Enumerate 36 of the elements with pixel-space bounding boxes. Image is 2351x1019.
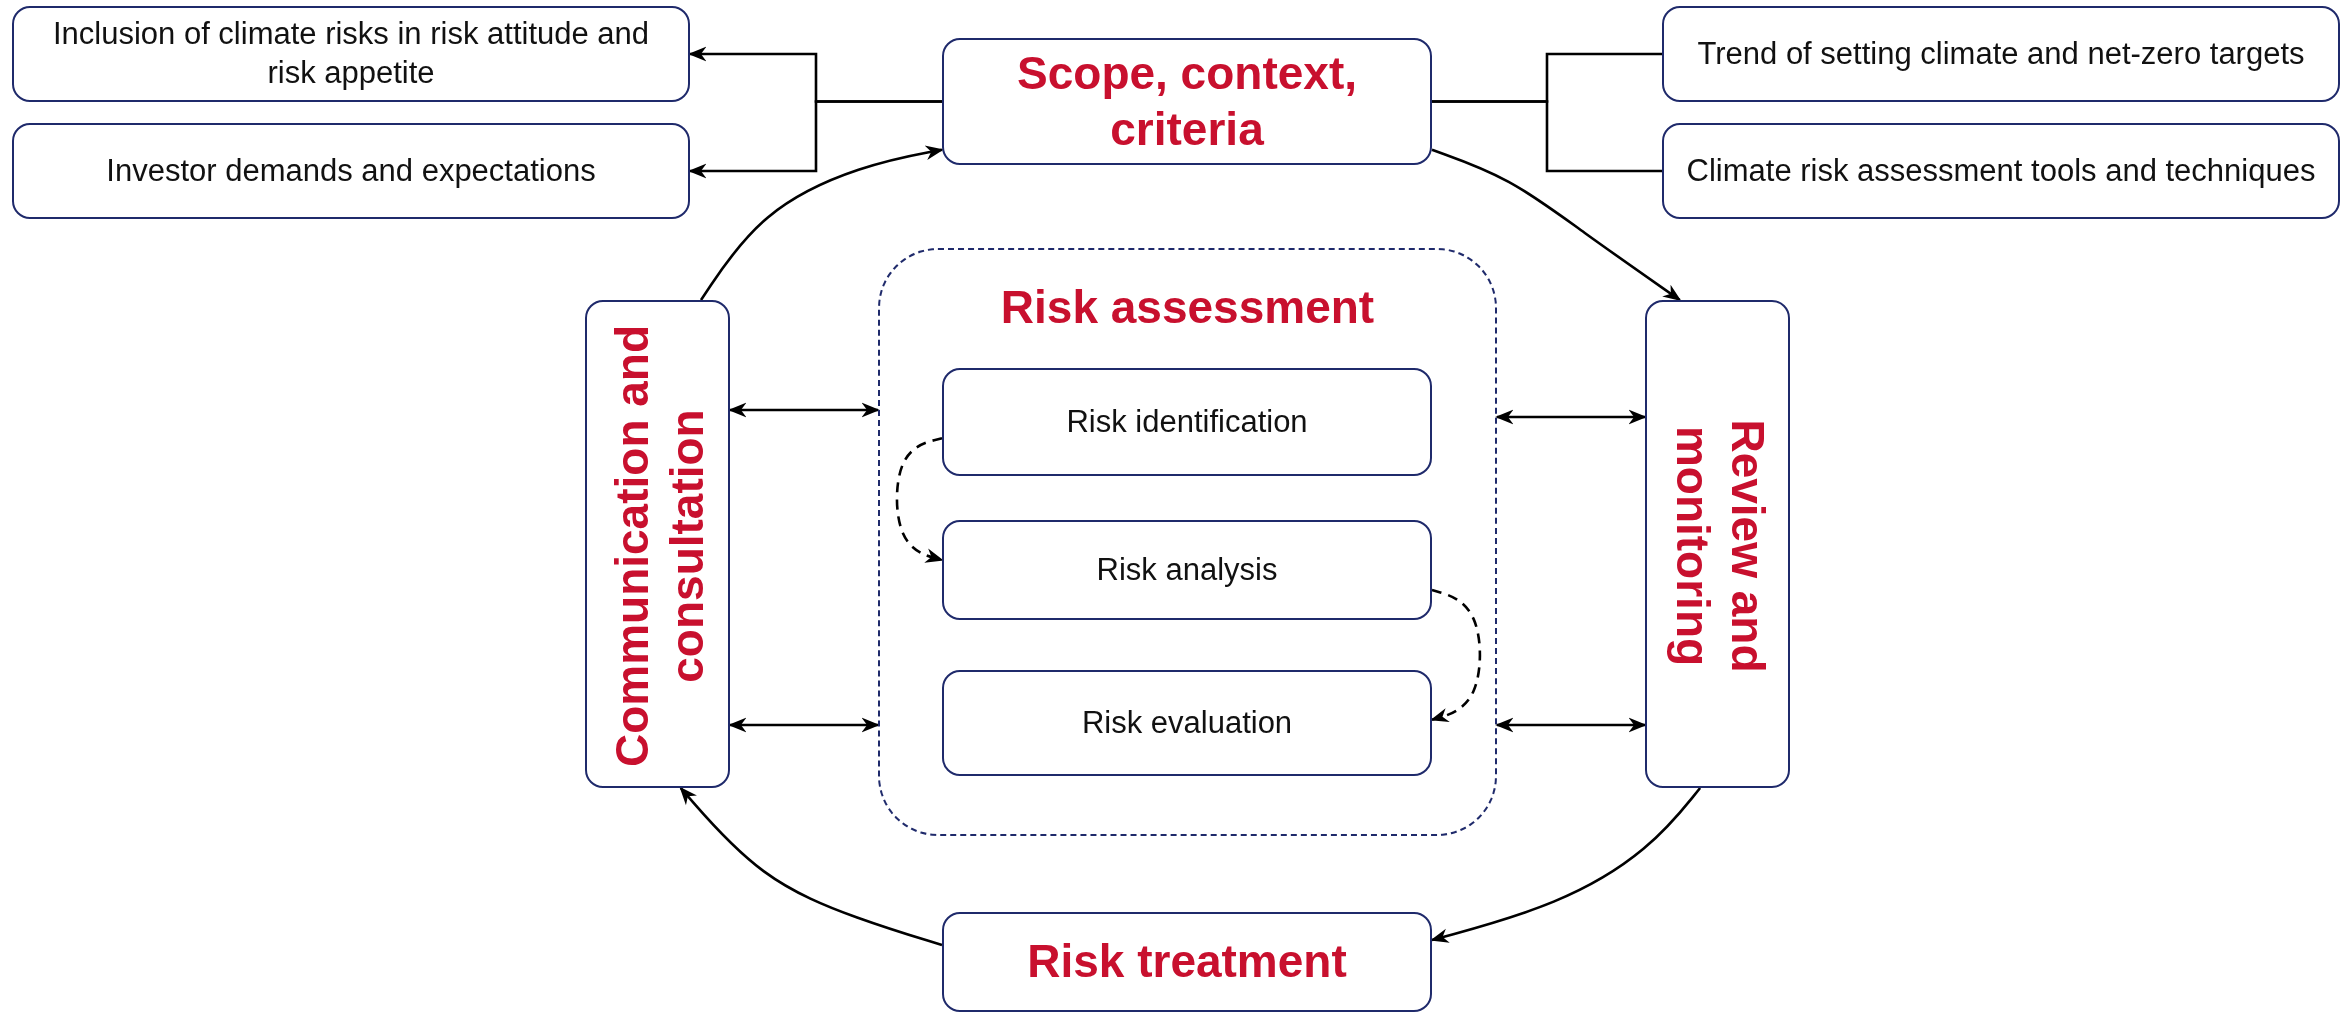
box-text: Climate risk assessment tools and techniques <box>1685 151 2317 190</box>
process-box <box>942 520 1432 620</box>
arrow <box>728 717 880 733</box>
process-box <box>942 670 1432 776</box>
dashed-group-box <box>878 248 1497 836</box>
heading-text: Risk assessment <box>1000 280 1375 335</box>
box-text: Risk evaluation <box>1080 703 1294 742</box>
heading-text: Communication and consultation <box>604 323 714 770</box>
process-box <box>585 300 730 788</box>
arrow <box>699 145 944 301</box>
dashed-arrow <box>1430 588 1482 723</box>
process-box <box>12 6 690 102</box>
arrow <box>688 100 942 179</box>
box-text: Trend of setting climate and net-zero targets <box>1696 34 2306 73</box>
arrow <box>1495 409 1647 425</box>
connector-line <box>1432 100 1662 173</box>
box-text: Investor demands and expectations <box>105 151 597 190</box>
process-box <box>12 123 690 219</box>
process-box <box>942 368 1432 476</box>
heading-text: Review and monitoring <box>1665 418 1775 675</box>
dashed-arrow <box>895 436 944 563</box>
box-text: Risk identification <box>1065 402 1309 441</box>
arrow <box>1495 717 1647 733</box>
box-text: Risk analysis <box>1095 550 1279 589</box>
arrow <box>728 402 880 418</box>
arrow <box>679 786 943 947</box>
process-box <box>1662 123 2340 219</box>
box-text: Inclusion of climate risks in risk attitude and risk appetite <box>51 15 651 92</box>
process-box <box>1662 6 2340 102</box>
heading-text: Scope, context, criteria <box>1016 46 1358 157</box>
process-box <box>942 912 1432 1012</box>
process-box <box>942 38 1432 165</box>
arrow <box>1431 148 1682 302</box>
process-box <box>1645 300 1790 788</box>
heading-text: Risk treatment <box>1027 934 1347 990</box>
arrow <box>1430 787 1702 943</box>
